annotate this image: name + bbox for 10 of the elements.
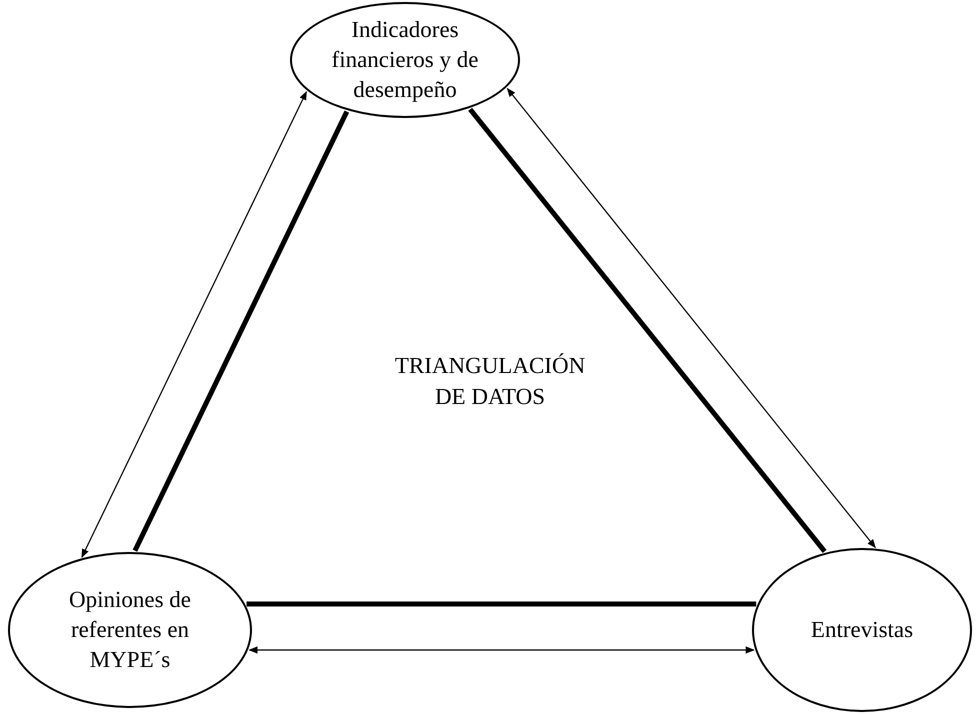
node-label: Entrevistas <box>810 616 914 644</box>
double-arrow <box>248 646 755 654</box>
connector-line <box>246 602 756 606</box>
node-label: Opiniones de referentes en MYPE´s <box>68 586 192 674</box>
connector-line <box>132 110 350 552</box>
double-arrow <box>506 88 876 548</box>
double-arrow <box>81 90 307 558</box>
connector-line <box>468 108 827 554</box>
node-label: Indicadores financieros y de desempeño <box>330 16 480 104</box>
center-label: TRIANGULACIÓN DE DATOS <box>394 352 586 412</box>
